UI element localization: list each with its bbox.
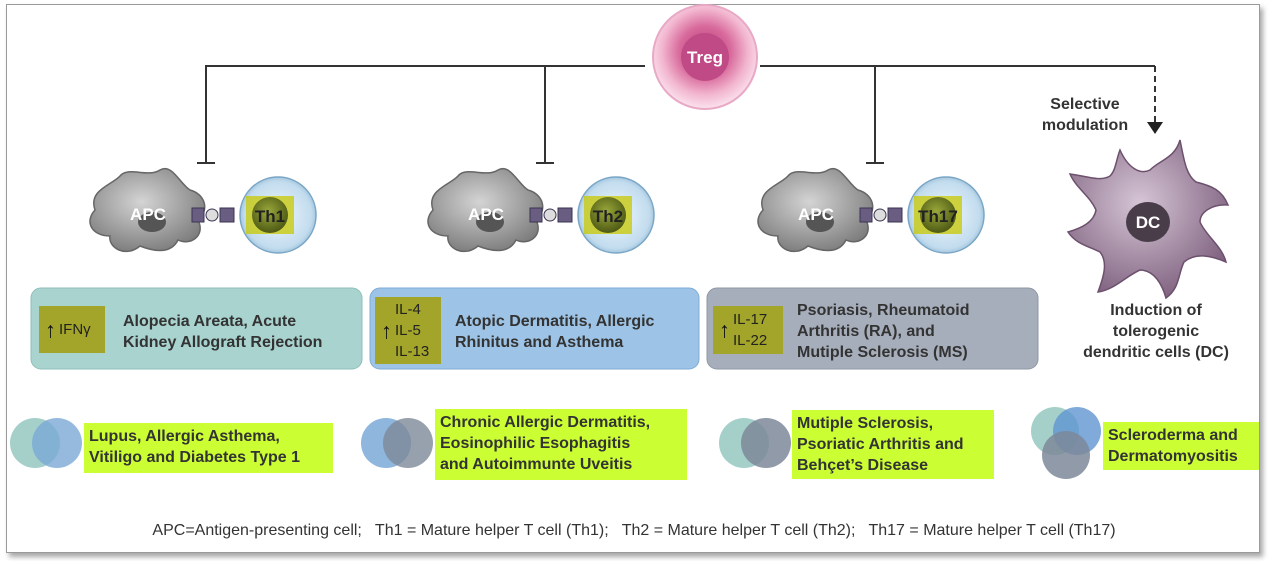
example-line: Psoriatic Arthritis and: [797, 436, 964, 453]
inhibition-connectors: [197, 65, 1156, 164]
up-arrow-icon: ↑: [381, 318, 392, 343]
selective-modulation-line2: modulation: [1041, 117, 1129, 134]
disease-line: Rhinitus and Asthema: [455, 334, 624, 351]
example-line: Mutiple Sclerosis,: [797, 415, 934, 432]
example-line: Lupus, Allergic Asthema,: [89, 428, 280, 445]
example-line: Scleroderma and: [1108, 427, 1238, 444]
dc-caption-line2: tolerogenic: [1112, 323, 1200, 340]
apc-nucleus: [806, 212, 834, 232]
th2-diseases: Atopic Dermatitis, Allergic Rhinitus and…: [455, 311, 695, 353]
th17-cytokine-box: ↑ IL-17 IL-22: [713, 306, 783, 354]
th1-disease-box: [30, 287, 363, 370]
treg-cell: Treg: [652, 4, 758, 110]
treg-label: Treg: [687, 48, 723, 67]
disease-line: Kidney Allograft Rejection: [123, 334, 323, 351]
cytokine-item: IL-5: [395, 322, 421, 339]
dc-caption-line3: dendritic cells (DC): [1083, 344, 1229, 361]
disease-line: Atopic Dermatitis, Allergic: [455, 313, 655, 330]
up-arrow-icon: ↑: [45, 317, 56, 342]
dc-caption-line1: Induction of: [1110, 302, 1202, 319]
example-line: Dermatomyositis: [1108, 448, 1238, 465]
venn-triple-icon: [1031, 407, 1101, 479]
receptor-complex: [529, 207, 573, 223]
th2-label: Th2: [593, 207, 623, 226]
cytokine-item: IL-17: [733, 311, 768, 328]
receptor-complex: [191, 207, 235, 223]
cytokine-item: IL-4: [395, 301, 421, 318]
cytokine-item: IL-22: [733, 332, 768, 349]
disease-line: Alopecia Areata, Acute: [123, 313, 297, 330]
venn-th1-icon: [10, 418, 82, 468]
venn-th17-icon: [719, 418, 791, 468]
th1-apc-pair: APC Th1: [89, 167, 317, 254]
example-line: Chronic Allergic Dermatitis,: [440, 414, 651, 431]
example-line: Eosinophilic Esophagitis: [440, 435, 631, 452]
th17-diseases: Psoriasis, Rheumatoid Arthritis (RA), an…: [797, 300, 1032, 363]
selective-modulation-label: Selective modulation: [1020, 94, 1150, 136]
th2-disease-box: [369, 287, 700, 370]
dc-caption: Induction of tolerogenic dendritic cells…: [1068, 300, 1244, 363]
cytokine-item: IFNγ: [59, 321, 91, 338]
th2-example-diseases: Chronic Allergic Dermatitis, Eosinophili…: [435, 409, 687, 480]
th2-cytokine-box: ↑ IL-4 IL-5 IL-13: [375, 297, 441, 364]
venn-th2-icon: [361, 418, 433, 468]
tcell-nucleus: [252, 197, 288, 233]
th17-label: Th17: [918, 207, 958, 226]
triple-example-diseases: Scleroderma and Dermatomyositis: [1103, 422, 1259, 470]
cytokine-item: IL-13: [395, 343, 430, 360]
th2-apc-pair: APC Th2: [427, 167, 655, 254]
apc-label: APC: [468, 205, 504, 224]
example-line: Vitiligo and Diabetes Type 1: [89, 449, 301, 466]
dc-label: DC: [1136, 213, 1161, 232]
tcell-nucleus: [590, 197, 626, 233]
th1-label: Th1: [255, 207, 285, 226]
disease-line: Psoriasis, Rheumatoid: [797, 302, 970, 319]
th1-example-diseases: Lupus, Allergic Asthema, Vitiligo and Di…: [84, 423, 333, 473]
th17-example-diseases: Mutiple Sclerosis, Psoriatic Arthritis a…: [792, 410, 994, 479]
disease-line: Arthritis (RA), and: [797, 323, 935, 340]
selective-modulation-line1: Selective: [1050, 96, 1120, 113]
th17-apc-pair: APC Th17: [757, 167, 985, 254]
th1-diseases: Alopecia Areata, Acute Kidney Allograft …: [123, 311, 358, 353]
apc-nucleus: [476, 212, 504, 232]
abbreviations-footer: APC=Antigen-presenting cell; Th1 = Matur…: [152, 522, 1116, 539]
apc-label: APC: [130, 205, 166, 224]
example-line: Behçet’s Disease: [797, 457, 929, 474]
apc-label: APC: [798, 205, 834, 224]
tcell-nucleus: [920, 197, 956, 233]
th1-cytokine-box: ↑ IFNγ: [39, 306, 105, 353]
th17-disease-box: [706, 287, 1039, 370]
example-line: and Autoimmunte Uveitis: [440, 456, 633, 473]
receptor-complex: [859, 207, 903, 223]
treg-to-th1-line: [205, 65, 645, 163]
apc-nucleus: [138, 212, 166, 232]
disease-line: Mutiple Sclerosis (MS): [797, 344, 968, 361]
up-arrow-icon: ↑: [719, 317, 730, 343]
dendritic-cell: DC: [1066, 139, 1230, 300]
modulation-arrow-head: [1147, 122, 1163, 134]
